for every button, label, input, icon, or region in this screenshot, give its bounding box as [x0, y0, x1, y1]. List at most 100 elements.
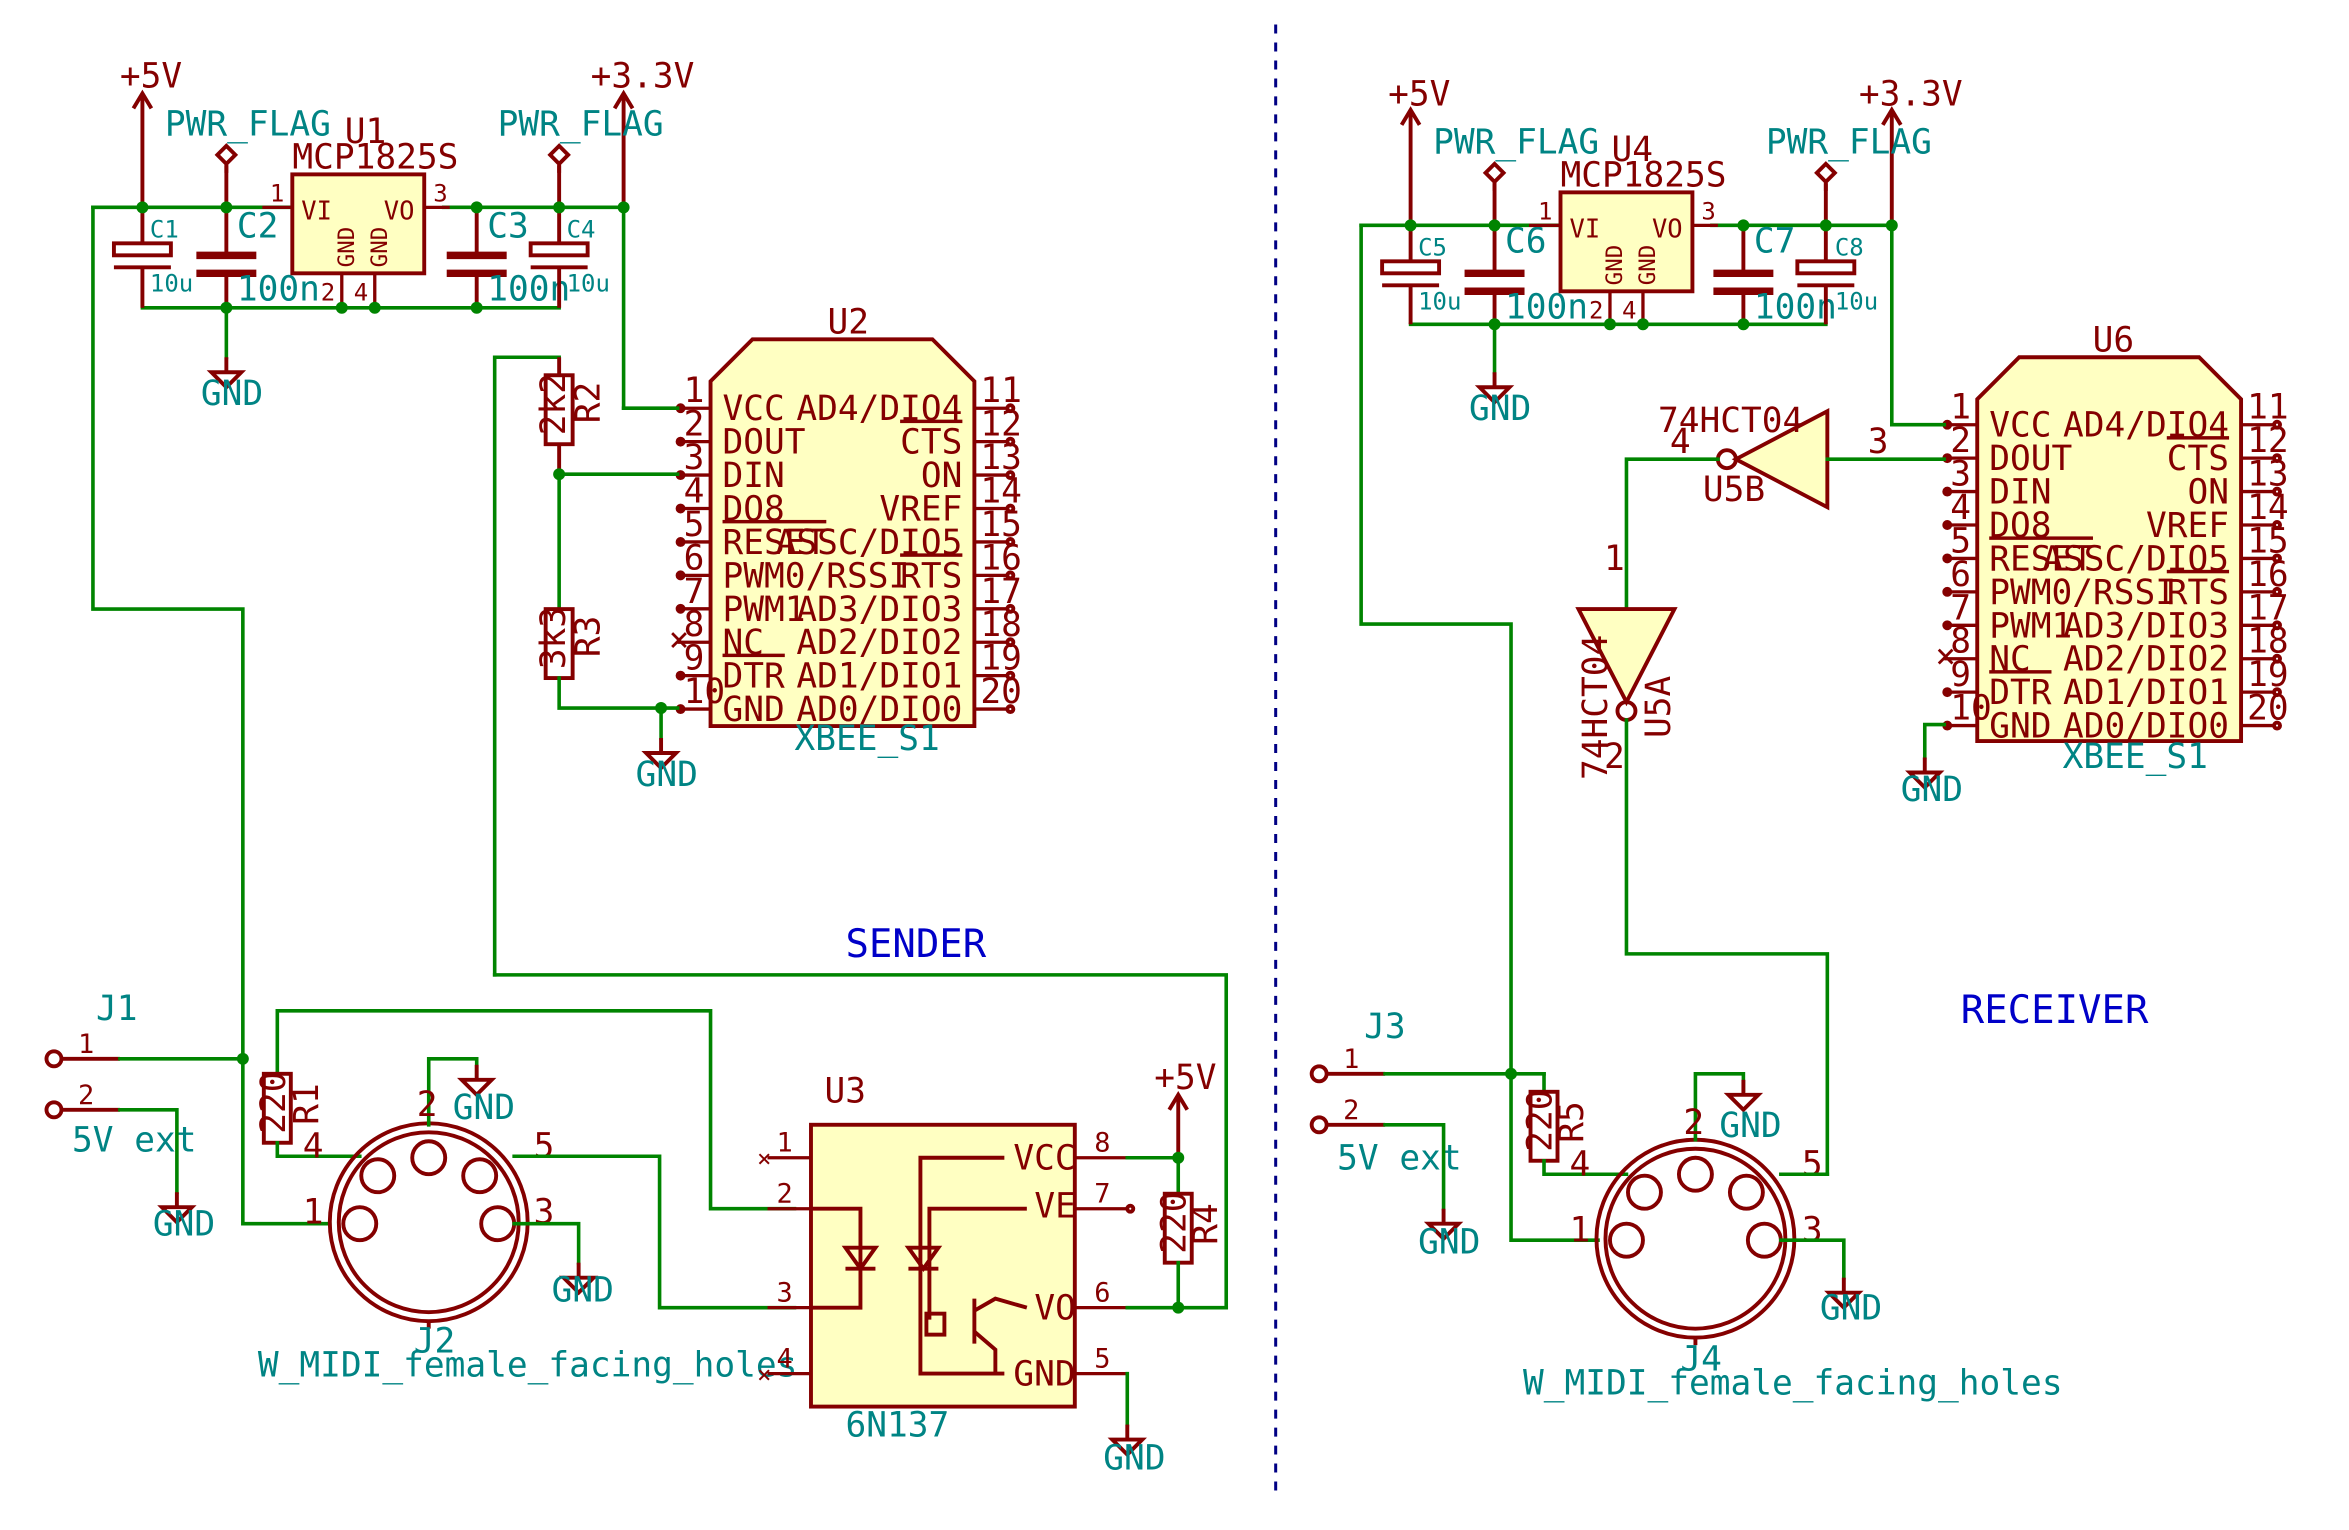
u1-vo: VO: [384, 196, 415, 226]
u6-pin-num-r5: 16: [2247, 555, 2289, 595]
svg-text:×: ×: [669, 620, 690, 660]
u2-pin-label-l6: PWM1: [723, 590, 806, 630]
svg-text:1: 1: [303, 1193, 324, 1233]
u2-pin-num-l2: 3: [684, 438, 705, 478]
u5b-value: 74HCT04: [1658, 401, 1803, 441]
u2-pin-num-r9: 20: [980, 672, 1022, 712]
u6-pin-num-l7: 8: [1950, 622, 1971, 662]
svg-text:2: 2: [417, 1085, 438, 1125]
u3-gnd: GND: [1013, 1355, 1075, 1395]
gnd-label-r1: GND: [1469, 389, 1531, 429]
c3-value: 100n: [487, 269, 570, 309]
u2-pin-label-r4: ASSC/DIO5: [776, 523, 963, 563]
c5-value: 10u: [1418, 287, 1461, 315]
u6-pin-num-r1: 12: [2247, 421, 2289, 461]
u6-pin-label-l9: GND: [1989, 707, 2051, 747]
gnd-label-j1: GND: [153, 1205, 215, 1245]
j2-value: W_MIDI_female_facing_holes: [258, 1346, 798, 1386]
svg-text:5: 5: [1094, 1344, 1110, 1375]
u2-pin-num-l5: 6: [684, 538, 705, 578]
u2-ref: U2: [827, 302, 869, 342]
svg-text:4: 4: [1569, 1145, 1590, 1185]
svg-text:1: 1: [1343, 1044, 1359, 1075]
u1-gnd-a: GND: [334, 227, 360, 268]
u2-pin-label-l4: RESET: [723, 523, 827, 563]
r3-value: 3k3: [534, 607, 574, 669]
u2-pin-num-l6: 7: [684, 572, 705, 612]
u2-pin-label-r3: VREF: [879, 490, 962, 530]
svg-text:3: 3: [433, 179, 447, 207]
u6-value: XBEE_S1: [2063, 737, 2208, 777]
svg-text:2: 2: [1343, 1095, 1359, 1126]
u2-pin-label-r0: AD4/DIO4: [796, 389, 962, 429]
j1-ref: J1: [96, 989, 138, 1029]
svg-text:3: 3: [534, 1193, 555, 1233]
svg-text:4: 4: [354, 278, 368, 306]
sender-label: SENDER: [845, 922, 986, 967]
c6-ref: C6: [1505, 221, 1547, 261]
u6-pin-label-l8: DTR: [1989, 673, 2052, 713]
gnd-label-j3: GND: [1418, 1223, 1480, 1263]
u6-pin-label-r5: RTS: [2167, 573, 2229, 613]
svg-text:×: ×: [757, 1361, 771, 1389]
receiver-bottom: J3 1 2 5V ext GND 220 R5 GND 2 4 5 1 3 G…: [1309, 223, 2063, 1404]
u2-pin-num-l9: 10: [684, 672, 726, 712]
u2-pin-num-r1: 12: [980, 405, 1022, 445]
receiver-label: RECEIVER: [1961, 988, 2149, 1033]
u2-pin-num-l0: 1: [684, 371, 705, 411]
r1-value: 220: [254, 1071, 294, 1133]
u4-gnd-a: GND: [1602, 245, 1628, 286]
u2-pin-num-r7: 18: [980, 605, 1022, 645]
u4-vi: VI: [1569, 214, 1600, 244]
u6-pin-num-l0: 1: [1950, 388, 1971, 428]
plus5v-label-u4: +5V: [1388, 74, 1450, 114]
svg-text:2: 2: [777, 1179, 793, 1210]
j3-ext-label: 5V ext: [1337, 1139, 1462, 1179]
r3-ref: R3: [569, 616, 609, 658]
svg-text:×: ×: [1935, 637, 1956, 677]
u6-pin-label-r2: ON: [2188, 473, 2230, 513]
u5a-ref: U5A: [1639, 676, 1679, 739]
u2-pin-label-r1: CTS: [900, 423, 962, 463]
svg-text:1: 1: [1604, 539, 1625, 579]
u3-vcc: VCC: [1013, 1139, 1075, 1179]
u2-pin-num-r0: 11: [980, 371, 1022, 411]
u6-pin-label-r7: AD2/DIO2: [2063, 640, 2229, 680]
u6-pin-num-r8: 19: [2247, 655, 2289, 695]
c7-ref: C7: [1754, 221, 1796, 261]
u1-value: MCP1825S: [292, 137, 458, 177]
c3-ref: C3: [487, 206, 529, 246]
svg-text:8: 8: [1094, 1128, 1110, 1159]
u2-pin-num-r4: 15: [980, 505, 1022, 545]
plus5v-label-u1: +5V: [120, 56, 182, 96]
u5b-ref: U5B: [1703, 470, 1765, 510]
u2-pin-label-r2: ON: [921, 456, 963, 496]
u2-pin-num-r8: 19: [980, 639, 1022, 679]
u6-pin-num-r3: 14: [2247, 488, 2289, 528]
svg-text:3: 3: [1701, 197, 1715, 225]
u2-pin-num-l1: 2: [684, 405, 705, 445]
u4-gnd-b: GND: [1635, 245, 1661, 286]
u6-pin-label-r3: VREF: [2146, 506, 2229, 546]
svg-text:5: 5: [1802, 1145, 1823, 1185]
gnd-label-r2: GND: [1901, 770, 1963, 810]
u2-pin-label-l3: DO8: [723, 490, 785, 530]
u6-pin-num-l5: 6: [1950, 555, 1971, 595]
u6-pin-label-l3: DO8: [1989, 506, 2051, 546]
u3-ref: U3: [824, 1071, 866, 1111]
r2-value: 2k2: [534, 373, 574, 435]
svg-text:2: 2: [1589, 296, 1603, 324]
c1-ref: C1: [150, 215, 179, 243]
svg-text:4: 4: [1622, 296, 1636, 324]
j3-ref: J3: [1364, 1007, 1406, 1047]
pwr-flag-label-1: PWR_FLAG: [165, 104, 331, 144]
u2-pin-num-r6: 17: [980, 572, 1022, 612]
svg-text:2: 2: [321, 278, 335, 306]
c4-value: 10u: [567, 269, 610, 297]
u6-pin-label-l6: PWM1: [1989, 606, 2072, 646]
r4-ref: R4: [1186, 1203, 1226, 1245]
u6-pin-num-r0: 11: [2247, 388, 2289, 428]
c8-ref: C8: [1835, 233, 1864, 261]
c4-ref: C4: [567, 215, 596, 243]
